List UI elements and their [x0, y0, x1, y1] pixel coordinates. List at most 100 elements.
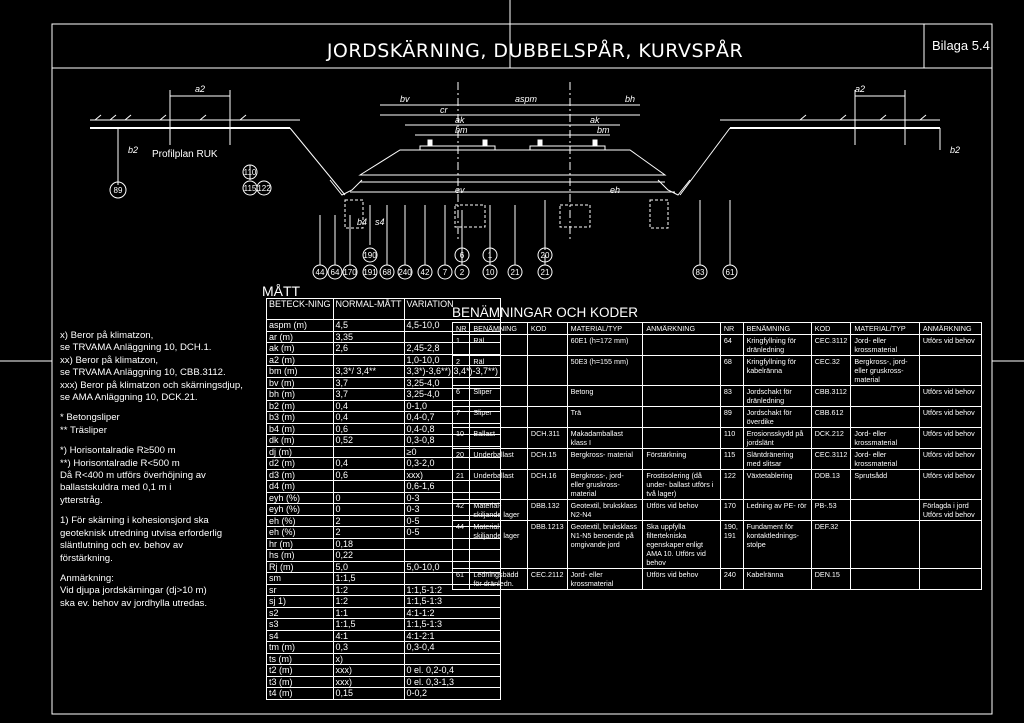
benamningar-cell: Utförs vid behov [918, 427, 983, 449]
benamningar-cell: 10 [451, 427, 471, 449]
benamningar-cell: Jord- eller krossmaterial [850, 427, 920, 449]
svg-text:7: 7 [443, 268, 448, 277]
note-line: Då R<400 m utförs överhöjning av [60, 470, 206, 482]
matt-cell: 1:1,5-1:3 [403, 595, 502, 608]
matt-cell: 0,6 [332, 468, 405, 481]
matt-cell: 0 [332, 503, 405, 516]
matt-cell: t4 (m) [266, 687, 334, 700]
matt-cell: 0,18 [332, 537, 405, 550]
note-line: ballastskuldra med 0,1 m i [60, 482, 172, 494]
svg-text:a2: a2 [855, 84, 865, 94]
matt-cell: s3 [266, 618, 334, 631]
note-line: se TRVAMA Anläggning 10, CBB.3112. [60, 367, 226, 379]
matt-cell: 2 [332, 526, 405, 539]
matt-cell: t2 (m) [266, 664, 334, 677]
matt-cell: sr [266, 583, 334, 596]
matt-cell: d4 (m) [266, 480, 334, 493]
matt-cell: eyh (%) [266, 503, 334, 516]
benamningar-cell: 83 [719, 385, 744, 407]
svg-text:122: 122 [257, 184, 271, 193]
matt-cell: a2 (m) [266, 353, 334, 366]
matt-cell: 1:2 [332, 595, 405, 608]
svg-text:bv: bv [400, 94, 410, 104]
matt-header-cell: BETECK-NING [266, 298, 334, 320]
benamningar-cell [918, 520, 983, 569]
matt-cell: b4 (m) [266, 422, 334, 435]
benamningar-cell: Räl [469, 334, 528, 356]
benamningar-cell [526, 385, 568, 407]
matt-cell: 3,3*/ 3,4** [332, 365, 405, 378]
matt-cell: Rj (m) [266, 560, 334, 573]
benamningar-header-cell: MATERIAL/TYP [850, 322, 920, 335]
matt-cell: 4:1-2:1 [403, 629, 502, 642]
matt-cell: xxx) [332, 675, 405, 688]
benamningar-cell: Förstärkning [642, 448, 721, 470]
benamningar-cell: DCH.311 [526, 427, 568, 449]
ref-circle-89 [109, 181, 127, 199]
benamningar-cell: Sprutsådd [850, 469, 920, 500]
benamningar-cell: 61 [451, 568, 471, 590]
benamningar-cell: Sliper [469, 406, 528, 428]
benamningar-cell: Trä [566, 406, 644, 428]
benamningar-cell: Geotextil, bruksklass N1-N5 beroende på … [566, 520, 644, 569]
matt-cell: 0,4 [332, 411, 405, 424]
benamningar-cell: Släntdränering med slitsar [742, 448, 812, 470]
matt-cell: 3,7 [332, 388, 405, 401]
benamningar-cell: CBB.612 [810, 406, 852, 428]
benamningar-cell [526, 406, 568, 428]
benamningar-cell: CEC.2112 [526, 568, 568, 590]
benamningar-cell: 6 [451, 385, 471, 407]
benamningar-cell: Geotextil, bruksklass N2-N4 [566, 499, 644, 521]
benamningar-cell: Underballast [469, 448, 528, 470]
benamningar-cell: Utförs vid behov [642, 568, 721, 590]
matt-cell: 1:1 [332, 606, 405, 619]
benamningar-cell: CEC.3112 [810, 334, 852, 356]
benamningar-header-cell: BENÄMNING [469, 322, 528, 335]
note-line: x) Beror på klimatzon, [60, 330, 154, 341]
matt-cell: s2 [266, 606, 334, 619]
benamningar-cell: Kabelränna [742, 568, 812, 590]
matt-cell: bh (m) [266, 388, 334, 401]
note-line: ** Träsliper [60, 424, 107, 436]
matt-cell: eh (%) [266, 514, 334, 527]
matt-cell: 5,0 [332, 560, 405, 573]
matt-header-cell: VARIATION [403, 298, 502, 320]
svg-text:2: 2 [460, 268, 465, 277]
svg-text:64: 64 [331, 268, 340, 277]
benamningar-cell: 115 [719, 448, 744, 470]
svg-text:68: 68 [383, 268, 392, 277]
matt-cell: 0,3-0,4 [403, 641, 502, 654]
benamningar-cell: 1 [451, 334, 471, 356]
benamningar-cell: 7 [451, 406, 471, 428]
matt-cell: 0 el. 0,2-0,4 [403, 664, 502, 677]
benamningar-cell: Utförs vid behov [642, 499, 721, 521]
matt-heading: MÅTT [262, 283, 301, 299]
benamningar-header-cell: MATERIAL/TYP [566, 322, 644, 335]
matt-cell: dk (m) [266, 434, 334, 447]
svg-text:bm: bm [455, 125, 468, 135]
benamningar-cell [918, 568, 983, 590]
matt-cell: 2 [332, 514, 405, 527]
benamningar-cell: Jordschakt för dränledning [742, 385, 812, 407]
benamningar-cell: DEF.32 [810, 520, 852, 569]
benamningar-cell: 60E1 (h=172 mm) [566, 334, 644, 356]
matt-cell [332, 445, 405, 458]
benamningar-cell: Ledningsbädd för dränledn. [469, 568, 528, 590]
matt-cell: hr (m) [266, 537, 334, 550]
benamningar-cell: Frostisolering (då under- ballast utförs… [642, 469, 721, 500]
benamningar-cell [642, 427, 721, 449]
benamningar-cell: Utförs vid behov [918, 334, 983, 356]
matt-cell: 0,22 [332, 549, 405, 562]
matt-cell [403, 652, 502, 665]
note-line: xxx) Beror på klimatzon och skärningsdju… [60, 379, 243, 391]
svg-text:89: 89 [114, 186, 123, 195]
benamningar-cell: Ballast [469, 427, 528, 449]
note-line: 1) För skärning i kohesionsjord ska [60, 515, 209, 527]
svg-text:s4: s4 [375, 217, 385, 227]
benamningar-cell [850, 499, 920, 521]
benamningar-cell: Jord- eller krossmaterial [850, 334, 920, 356]
matt-cell: ar (m) [266, 330, 334, 343]
benamningar-heading: BENÄMNINGAR OCH KODER [452, 305, 639, 320]
